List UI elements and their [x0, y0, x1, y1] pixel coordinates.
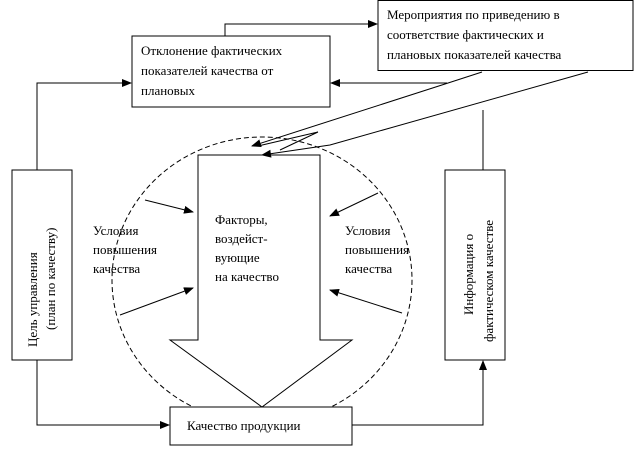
- deviation-box: Отклонение фактических показателей качес…: [131, 35, 331, 108]
- arrow-measures-to-factors-1: [251, 71, 483, 148]
- info-box: Информация о фактическом качестве: [444, 169, 506, 361]
- product-quality-box: Качество продукции: [169, 406, 353, 446]
- measures-line-2: соответствие фактических и: [387, 27, 544, 42]
- arrow-condition-left-top: [144, 199, 194, 214]
- info-line-1: Информация о: [461, 234, 476, 315]
- deviation-line-2: показателей качества от: [141, 63, 274, 78]
- goal-line-2: (план по качеству): [43, 228, 58, 330]
- arrow-goal-to-product: [36, 360, 170, 429]
- deviation-line-3: плановых: [141, 83, 196, 98]
- factors-line-2: воздейст-: [215, 231, 268, 246]
- measures-zigzag: [257, 131, 319, 151]
- conditions-left-line-2: повышения: [93, 242, 157, 257]
- arrow-product-to-info: [352, 360, 487, 426]
- factors-line-1: Факторы,: [215, 212, 268, 227]
- factors-big-arrow: [168, 154, 354, 408]
- product-quality-label: Качество продукции: [187, 418, 301, 433]
- conditions-right-line-1: Условия: [345, 223, 390, 238]
- conditions-left-line-1: Условия: [93, 223, 138, 238]
- factors-text: Факторы, воздейст- вующие на качество: [215, 212, 279, 284]
- arrow-condition-left-bottom: [119, 287, 194, 316]
- measures-line-3: плановых показателей качества: [387, 47, 562, 62]
- goal-line-1: Цель управления: [25, 252, 40, 347]
- conditions-right-text: Условия повышения качества: [345, 223, 409, 276]
- factors-line-3: вующие: [215, 250, 260, 265]
- conditions-left-line-3: качества: [93, 261, 140, 276]
- conditions-left-text: Условия повышения качества: [93, 223, 157, 276]
- arrow-condition-right-bottom: [329, 288, 403, 314]
- factors-circle: [111, 136, 413, 424]
- factors-line-4: на качество: [215, 269, 279, 284]
- arrow-deviation-to-measures: [224, 20, 378, 36]
- arrow-goal-to-deviation: [36, 79, 132, 170]
- deviation-line-1: Отклонение фактических: [141, 43, 283, 58]
- measures-box: Мероприятия по приведению в соответствие…: [377, 0, 634, 71]
- conditions-right-line-3: качества: [345, 261, 392, 276]
- arrow-measures-to-factors-2: [261, 71, 589, 158]
- measures-line-1: Мероприятия по приведению в: [387, 7, 560, 22]
- goal-box: Цель управления (план по качеству): [11, 169, 73, 361]
- arrow-condition-right-top: [329, 192, 379, 217]
- conditions-right-line-2: повышения: [345, 242, 409, 257]
- info-line-2: фактическом качестве: [481, 220, 496, 342]
